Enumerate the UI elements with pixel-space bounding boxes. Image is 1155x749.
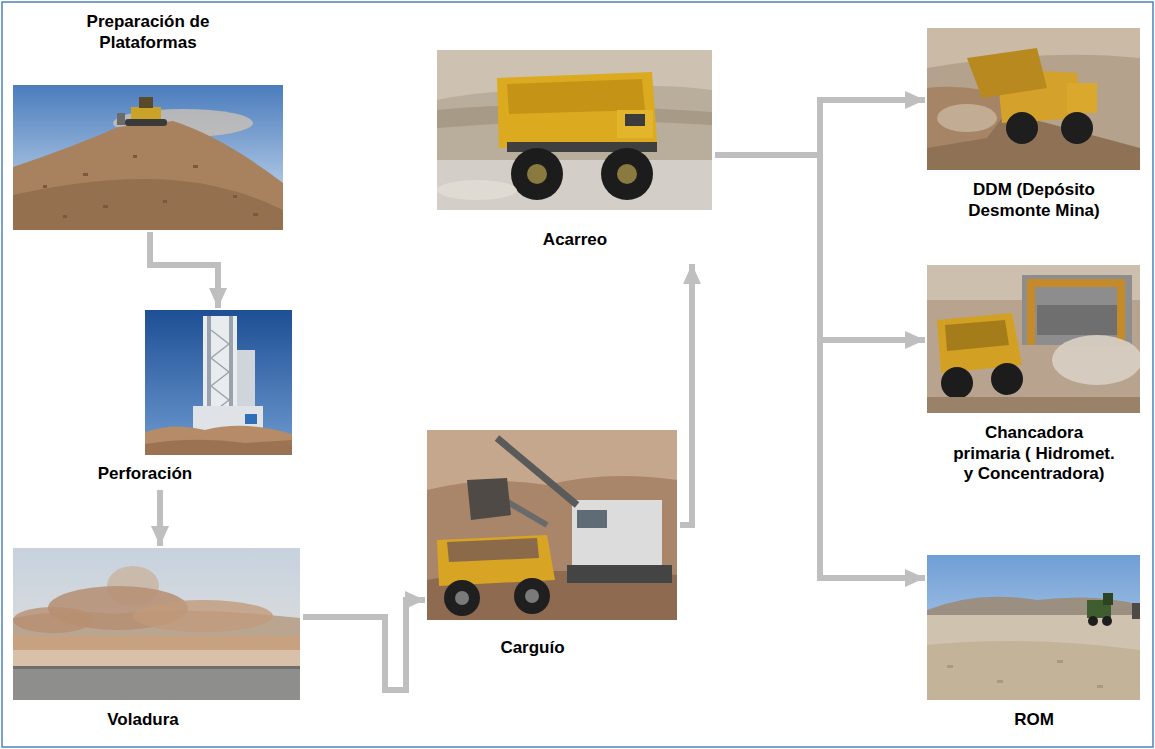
step-label: Carguío	[425, 638, 640, 659]
flow-arrow	[715, 100, 925, 155]
process-step: Preparación de Plataformas	[13, 12, 283, 232]
flow-arrow	[303, 600, 425, 690]
flow-arrow	[157, 490, 163, 546]
crusher-photo	[927, 265, 1142, 413]
blast-photo	[13, 548, 300, 700]
flow-arrow	[150, 232, 218, 308]
flow-arrow	[715, 155, 925, 578]
process-step: Carguío	[425, 428, 680, 670]
process-step: Voladura	[13, 546, 303, 738]
step-label: Preparación de Plataformas	[58, 12, 238, 53]
process-step: Perforación	[80, 308, 295, 490]
process-step: Chancadora primaria ( Hidromet. y Concen…	[925, 263, 1143, 513]
step-label: Perforación	[80, 464, 210, 485]
process-step: Acarreo	[435, 48, 715, 264]
step-label: DDM (Depósito Desmonte Mina)	[949, 180, 1119, 221]
step-label: ROM	[949, 710, 1119, 731]
platform-photo	[13, 85, 283, 230]
dump-photo	[927, 28, 1140, 170]
process-step: ROM	[925, 553, 1143, 738]
step-label: Chancadora primaria ( Hidromet. y Concen…	[951, 423, 1117, 485]
process-step: DDM (Depósito Desmonte Mina)	[925, 26, 1143, 238]
drill-photo	[145, 310, 292, 455]
flow-arrow	[680, 264, 692, 525]
haulage-photo	[437, 50, 712, 210]
step-label: Acarreo	[475, 230, 675, 251]
rom-photo	[927, 555, 1140, 700]
step-label: Voladura	[13, 710, 273, 731]
loading-photo	[427, 430, 677, 620]
